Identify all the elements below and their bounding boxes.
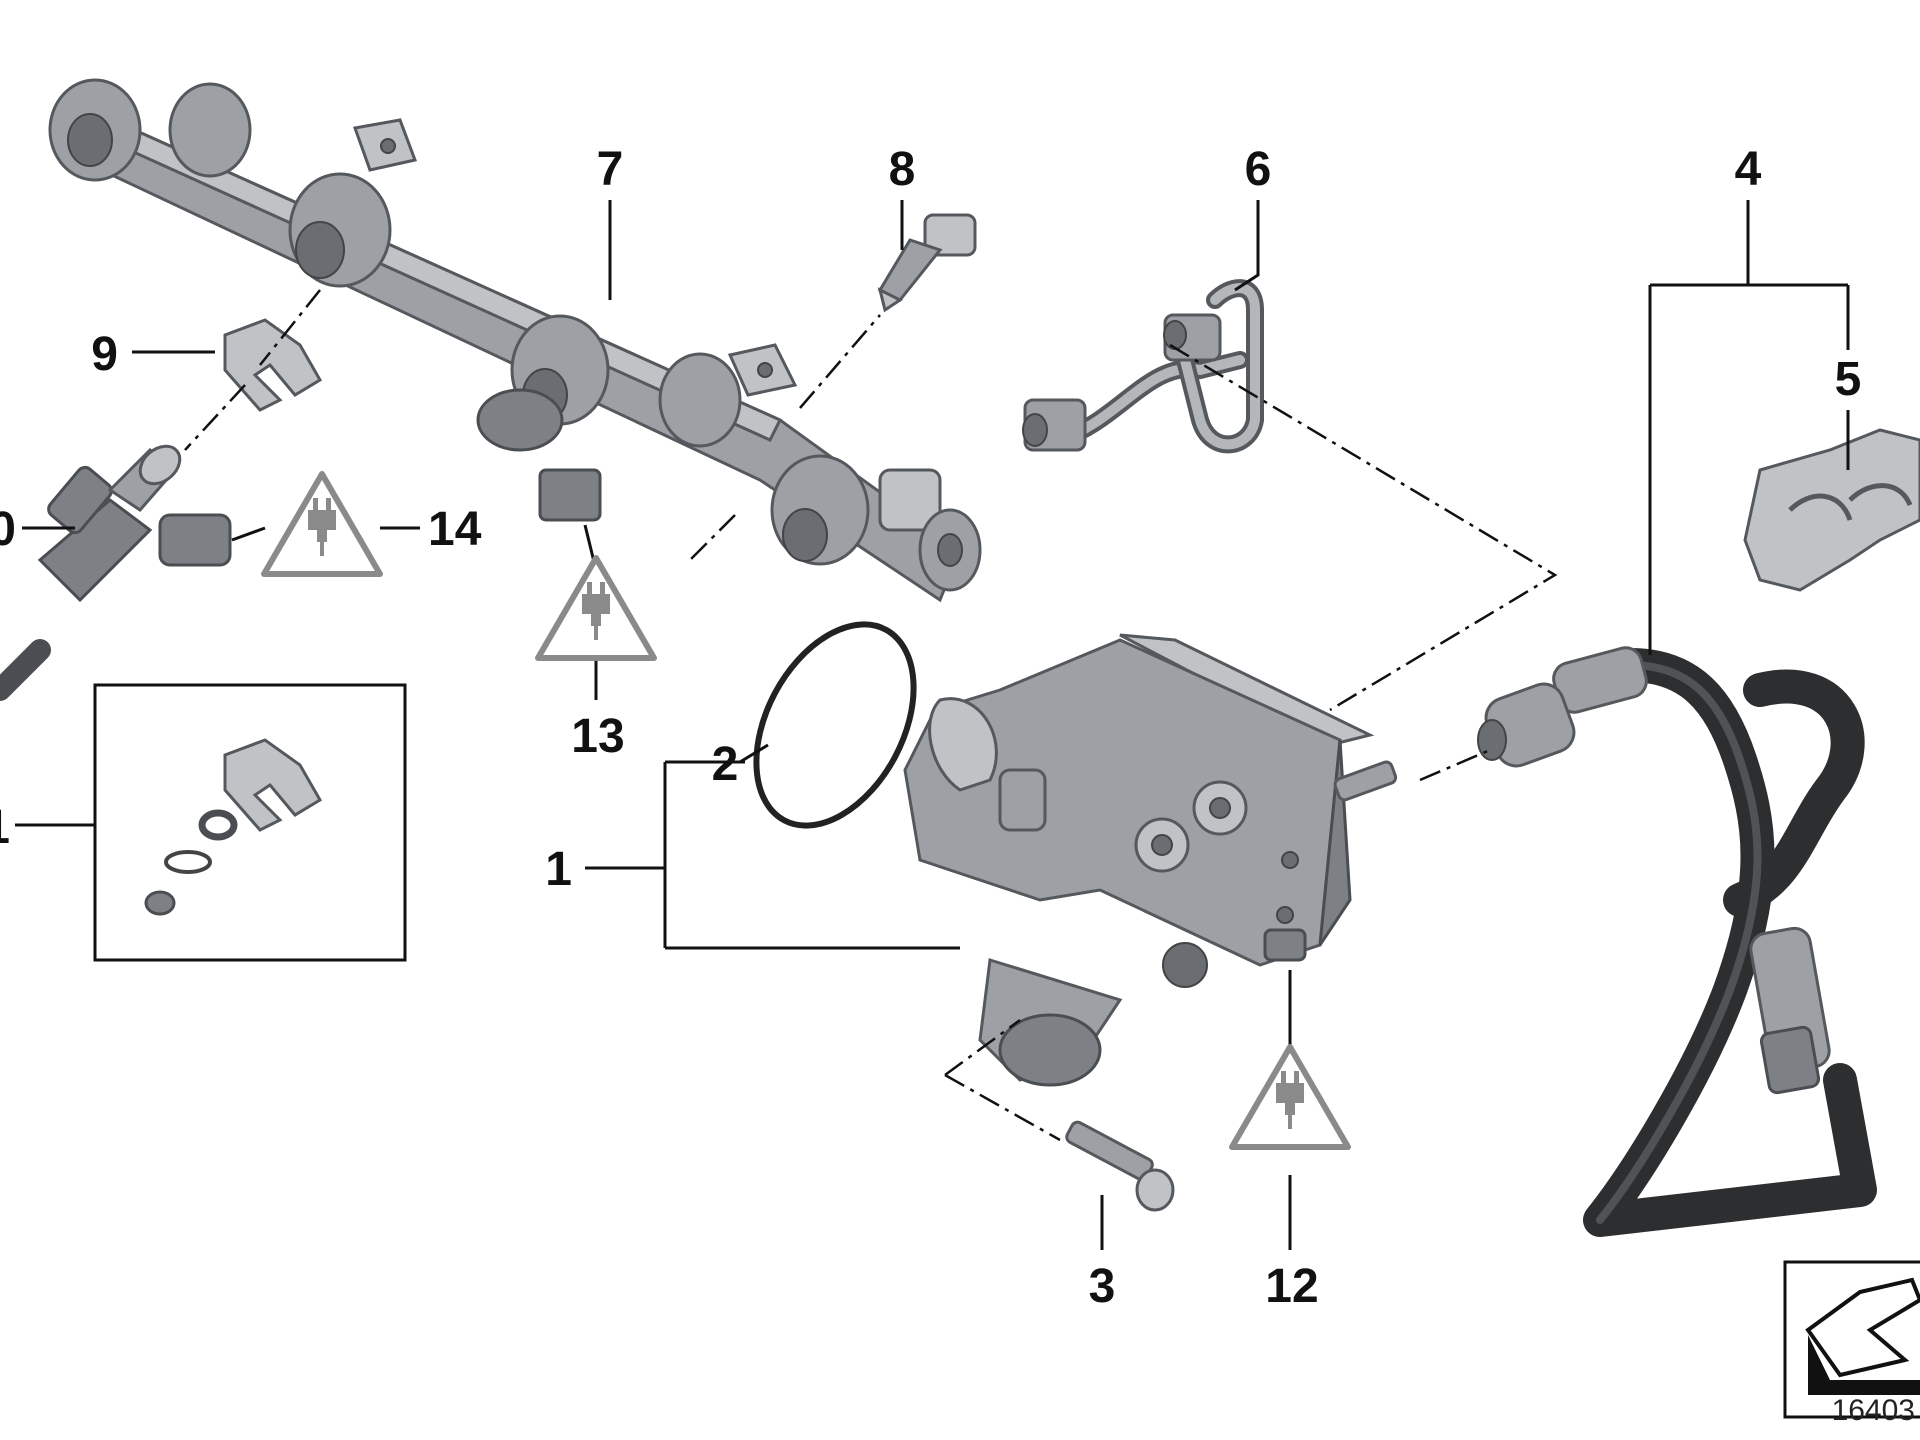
electrical-connector-warning-icon: [538, 558, 654, 658]
hose-clip: [1743, 428, 1920, 592]
direction-arrow-icon: [1783, 1260, 1920, 1419]
callout-4: 4: [1735, 143, 1762, 196]
callout-9: 9: [91, 328, 118, 381]
leader-lines: [15, 200, 1850, 1250]
bolt-8: [877, 213, 977, 313]
high-pressure-pump: [903, 633, 1398, 1087]
callout-12: 12: [1265, 1260, 1318, 1313]
fuel-rail: [48, 78, 982, 603]
callout-13: 13: [571, 710, 624, 763]
callout-6: 6: [1245, 143, 1272, 196]
callout-5: 5: [1835, 353, 1862, 406]
seal-kit-box: [93, 683, 407, 962]
callout-10: 0: [0, 503, 16, 556]
callout-1: 1: [545, 843, 572, 896]
electrical-connector-warning-icon: [264, 474, 380, 574]
callout-2: 2: [712, 738, 739, 791]
injector-clip: [223, 318, 323, 412]
callout-11: 1: [0, 801, 10, 854]
bolt-3: [1065, 1120, 1175, 1212]
callout-14: 14: [428, 503, 482, 556]
callout-8: 8: [889, 143, 916, 196]
high-pressure-line: [1022, 279, 1264, 454]
fuel-feed-hose: [1477, 646, 1877, 1237]
fuel-injector: [0, 444, 232, 701]
diagram-code: 16403: [1832, 1394, 1915, 1427]
electrical-connector-warning-icon: [1232, 1047, 1348, 1147]
callout-3: 3: [1089, 1260, 1116, 1313]
o-ring: [753, 621, 917, 829]
callout-7: 7: [597, 143, 624, 196]
